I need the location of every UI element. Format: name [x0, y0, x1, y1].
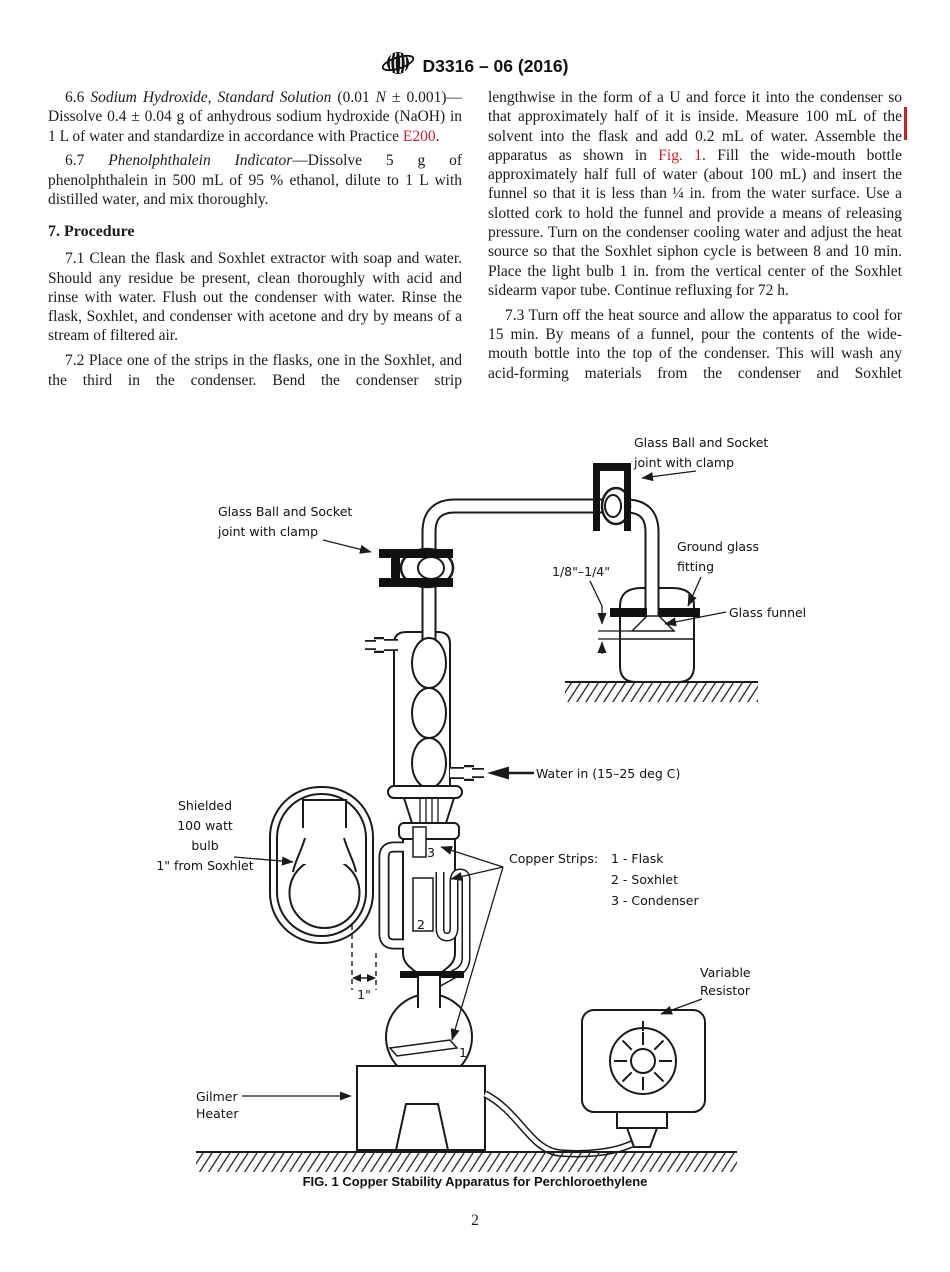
astm-logo [381, 50, 416, 82]
vapor-tube [421, 498, 660, 650]
svg-text:1 - Flask: 1 - Flask [611, 851, 664, 866]
flask [385, 976, 473, 1081]
ball-socket-joint-left [379, 547, 455, 589]
text-segment: . [435, 127, 440, 145]
text-segment: 6.6 [65, 89, 91, 106]
text-segment: 7.1 Clean the flask and Soxhlet extracto… [48, 250, 462, 345]
paragraph-7-2: 7.2 Place one of the strips in the flask… [48, 351, 462, 390]
ground-hatching-bottom [196, 1151, 737, 1172]
text-segment: lengthwise in the form of a U and force … [488, 89, 902, 164]
copper-strip-3 [412, 826, 427, 858]
svg-text:fitting: fitting [677, 559, 714, 574]
text-segment: 6.7 [65, 152, 109, 170]
dimension-dashed-lines [351, 925, 377, 990]
label-water-in: Water in (15–25 deg C) [536, 766, 680, 781]
paragraph-7-1: 7.1 Clean the flask and Soxhlet extracto… [48, 249, 462, 345]
link-fig-1[interactable]: Fig. 1 [658, 146, 702, 164]
page-number: 2 [471, 1212, 479, 1229]
text-segment: N [375, 89, 387, 106]
label-glass-funnel: Glass funnel [729, 605, 806, 620]
copper-strip-2 [412, 877, 434, 932]
svg-text:100 watt: 100 watt [177, 818, 233, 833]
label-gap-dimension: 1/8"–1/4" [552, 564, 610, 579]
water-in-arrow [487, 766, 509, 780]
text-segment: . Fill the wide-mouth bottle approximate… [488, 146, 902, 299]
text-segment: ± 0.001)—Dissolve 0.4 ± 0.04 g of anhydr… [48, 89, 463, 145]
ball-socket-joint-right [593, 463, 632, 531]
text-segment: 7.2 Place one of the strips in the flask… [48, 352, 462, 389]
text-segment: —Dissolve 5 g of phenolphthalein in 500 … [48, 152, 463, 208]
strip-marker-1: 1 [459, 1045, 467, 1060]
ground-joint [403, 797, 455, 824]
svg-text:3 - Condenser: 3 - Condenser [611, 893, 699, 908]
svg-text:Resistor: Resistor [700, 983, 751, 998]
label-shielded-bulb: Shielded [178, 798, 232, 813]
gilmer-heater [356, 1065, 486, 1151]
page-header: D3316 – 06 (2016) [0, 50, 950, 82]
label-gilmer-heater: Gilmer [196, 1089, 238, 1104]
svg-text:joint with clamp: joint with clamp [217, 524, 318, 539]
variable-resistor [581, 1009, 706, 1148]
strip-marker-2: 2 [417, 917, 425, 932]
paragraph-7-3: 7.3 Turn off the heat source and allow t… [488, 306, 902, 383]
section-heading-procedure: 7. Procedure [48, 223, 135, 241]
figure-caption: FIG. 1 Copper Stability Apparatus for Pe… [302, 1174, 648, 1189]
svg-text:Heater: Heater [196, 1106, 239, 1121]
text-segment: Sodium Hydroxide, Standard Solution [90, 89, 332, 106]
bulb-shield [269, 786, 374, 944]
text-segment: (0.01 [331, 89, 376, 106]
figure-apparatus: Glass Ball and Socket joint with clamp G… [156, 435, 806, 1172]
column-left: 6.6 Sodium Hydroxide, Standard Solution … [48, 88, 462, 390]
text-segment: 7.3 Turn off the heat source and allow t… [488, 306, 902, 382]
svg-text:1" from Soxhlet: 1" from Soxhlet [156, 858, 253, 873]
soxhlet-extractor [378, 822, 471, 987]
light-bulb [288, 857, 361, 929]
svg-text:bulb: bulb [191, 838, 218, 853]
strip-marker-3: 3 [427, 845, 435, 860]
link-practice-e200[interactable]: E200 [402, 127, 436, 145]
paragraph-6-7: 6.7 Phenolphthalein Indicator—Dissolve 5… [48, 151, 462, 209]
svg-text:joint with clamp: joint with clamp [633, 455, 734, 470]
label-one-inch: 1" [357, 987, 371, 1002]
figure-labels: Glass Ball and Socket joint with clamp G… [156, 435, 806, 1121]
copper-strip-1 [388, 1039, 459, 1057]
label-ball-socket-left: Glass Ball and Socket [218, 504, 352, 519]
label-ball-socket-right: Glass Ball and Socket [634, 435, 768, 450]
column-right: lengthwise in the form of a U and force … [488, 88, 902, 383]
svg-text:2 - Soxhlet: 2 - Soxhlet [611, 872, 678, 887]
paragraph-7-2-continued: lengthwise in the form of a U and force … [488, 88, 902, 300]
standard-designation: D3316 – 06 (2016) [422, 55, 569, 76]
label-variable-resistor: Variable [700, 965, 751, 980]
shielded-bulb [269, 786, 377, 990]
condenser-bulbs [387, 637, 463, 799]
label-ground-glass-fitting: Ground glass [677, 539, 759, 554]
paragraph-6-6: 6.6 Sodium Hydroxide, Standard Solution … [48, 88, 462, 146]
plug [625, 1127, 659, 1148]
text-segment: Phenolphthalein Indicator [108, 152, 293, 170]
editorial-change-bar [904, 107, 907, 140]
glass-funnel [630, 615, 676, 632]
ground-hatching-right [565, 681, 758, 702]
label-copper-strips: Copper Strips: [509, 851, 598, 866]
